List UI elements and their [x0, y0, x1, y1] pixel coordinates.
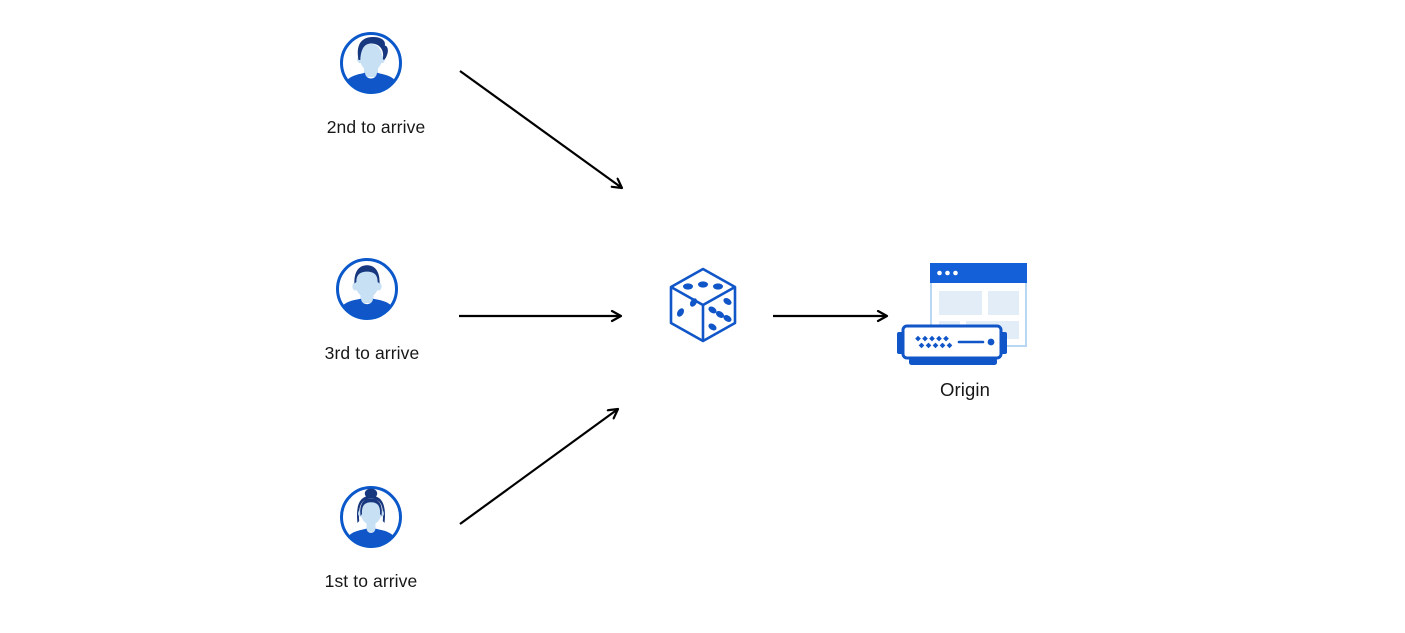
arrow-visitor-1st-to-dice	[459, 409, 618, 525]
visitor-node-1st	[339, 485, 403, 549]
origin-label: Origin	[940, 379, 990, 400]
visitor-label-3rd: 3rd to arrive	[324, 343, 420, 363]
visitor-node-2nd	[339, 31, 403, 95]
arrow-visitor-2nd-to-dice	[459, 70, 622, 188]
visitor-label-1st: 1st to arrive	[324, 571, 418, 591]
dice-icon	[669, 267, 737, 343]
origin-server-browser-icon	[897, 263, 1027, 365]
dice-node	[666, 265, 738, 347]
visitor-node-3rd	[335, 257, 399, 321]
user-avatar-female-bun-icon	[340, 486, 402, 548]
visitor-label-2nd: 2nd to arrive	[326, 117, 426, 137]
user-avatar-male-pompadour-icon	[340, 32, 402, 94]
user-avatar-male-short-hair-icon	[336, 258, 398, 320]
origin-node	[893, 260, 1031, 368]
